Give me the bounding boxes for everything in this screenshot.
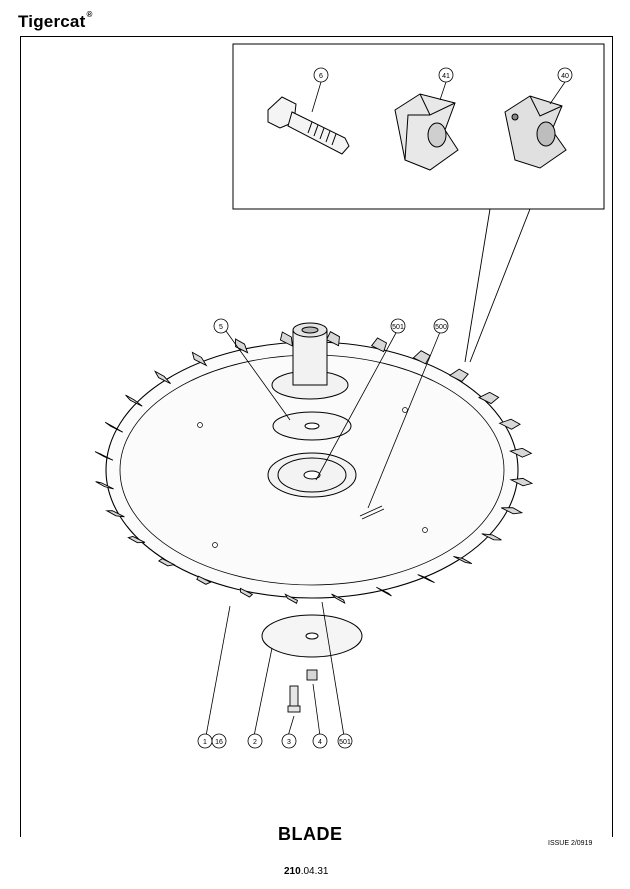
svg-text:1: 1 (203, 739, 207, 746)
page-number: 210.04.31 (284, 866, 329, 877)
tooth-part-40 (504, 95, 567, 169)
callout-6: 6 (313, 67, 329, 83)
svg-text:501: 501 (339, 739, 351, 746)
svg-text:4: 4 (318, 739, 322, 746)
callout-41: 41 (438, 67, 454, 83)
blade-tooth (370, 337, 388, 353)
washer-part-5 (272, 411, 352, 441)
blade-tooth (478, 391, 500, 405)
nut-part-4 (306, 669, 318, 681)
blade-tooth (509, 447, 533, 458)
blade-tooth (501, 507, 524, 515)
callout-500: 500 (433, 318, 449, 334)
blade-tooth (376, 586, 392, 597)
inset-leader-right (469, 208, 531, 363)
svg-text:16: 16 (215, 739, 223, 746)
brand-logo: Tigercat® (18, 10, 93, 32)
registered-mark: ® (86, 10, 93, 19)
pin-part-500 (359, 505, 385, 520)
blade-teeth (94, 331, 534, 604)
blade-tooth (481, 533, 502, 541)
blade-tooth (498, 418, 521, 430)
svg-text:3: 3 (287, 739, 291, 746)
svg-text:501: 501 (392, 324, 404, 331)
blade-tooth (153, 370, 171, 385)
callout-16: 16 (211, 733, 227, 749)
hub-shaft (271, 322, 349, 400)
bottom-plate-part-2 (261, 614, 363, 658)
brand-name: Tigercat (18, 12, 86, 31)
callout-40: 40 (557, 67, 573, 83)
bolt-part-3 (287, 685, 301, 713)
blade-tooth (235, 338, 249, 354)
callout-2: 2 (247, 733, 263, 749)
inset-leader-left (464, 208, 491, 363)
svg-text:500: 500 (435, 324, 447, 331)
blade-tooth (105, 510, 125, 518)
issue-label: ISSUE 2/0919 (548, 840, 593, 847)
blade-tooth (284, 593, 298, 604)
center-plate-top (267, 452, 357, 498)
page-title: BLADE (273, 824, 348, 845)
page-number-bold: 210 (284, 866, 301, 877)
blade-tooth (94, 451, 114, 461)
page-number-rest: .04.31 (300, 866, 329, 877)
blade-tooth (191, 351, 208, 367)
svg-text:40: 40 (561, 73, 569, 80)
blade-tooth (417, 574, 435, 583)
blade-tooth (453, 555, 473, 565)
blade-tooth (95, 481, 114, 490)
blade-tooth (104, 421, 123, 433)
bolt-part-6 (267, 96, 350, 155)
blade-tooth (448, 368, 469, 382)
blade-tooth (331, 593, 346, 604)
leader-lines (205, 330, 441, 737)
callout-5: 5 (213, 318, 229, 334)
blade-tooth (157, 558, 176, 567)
svg-text:41: 41 (442, 73, 450, 80)
tooth-part-41 (394, 93, 459, 171)
blade-tooth (279, 331, 293, 347)
svg-text:6: 6 (319, 73, 323, 80)
svg-text:5: 5 (219, 324, 223, 331)
callout-3: 3 (281, 733, 297, 749)
blade-tooth (325, 331, 340, 347)
callout-4: 4 (312, 733, 328, 749)
callout-1: 1 (197, 733, 213, 749)
callout-501-bottom: 501 (337, 733, 353, 749)
blade-tooth (239, 587, 254, 598)
blade-tooth (509, 477, 534, 487)
blade-tooth (196, 575, 212, 585)
drawing-frame (20, 36, 613, 837)
blade-tooth (127, 535, 146, 544)
callout-501-top: 501 (390, 318, 406, 334)
blade-tooth (125, 394, 143, 407)
svg-text:2: 2 (253, 739, 257, 746)
